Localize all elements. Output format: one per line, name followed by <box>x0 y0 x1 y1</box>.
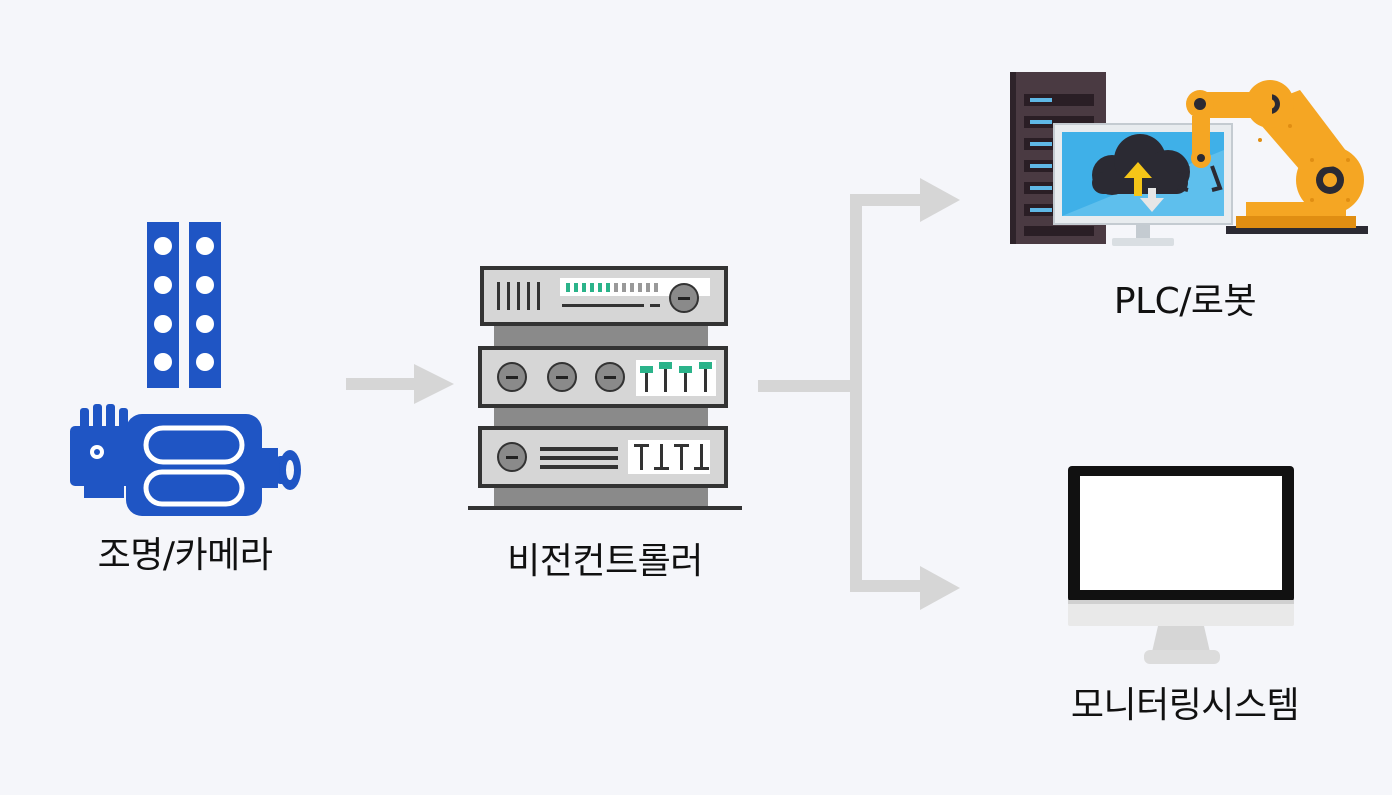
arrow-camera-to-controller <box>346 364 454 404</box>
arrow-controller-to-outputs <box>758 178 960 610</box>
camera-label: 조명/카메라 <box>97 535 273 576</box>
server-rack-icon <box>468 266 742 510</box>
plc-robot-icon <box>1010 72 1368 246</box>
monitoring-label: 모니터링시스템 <box>1070 685 1300 726</box>
camera-light-icon <box>70 222 301 516</box>
plc-robot-label: PLC/로봇 <box>1113 281 1257 322</box>
controller-label: 비전컨트롤러 <box>507 541 703 582</box>
monitor-icon <box>1068 466 1294 664</box>
